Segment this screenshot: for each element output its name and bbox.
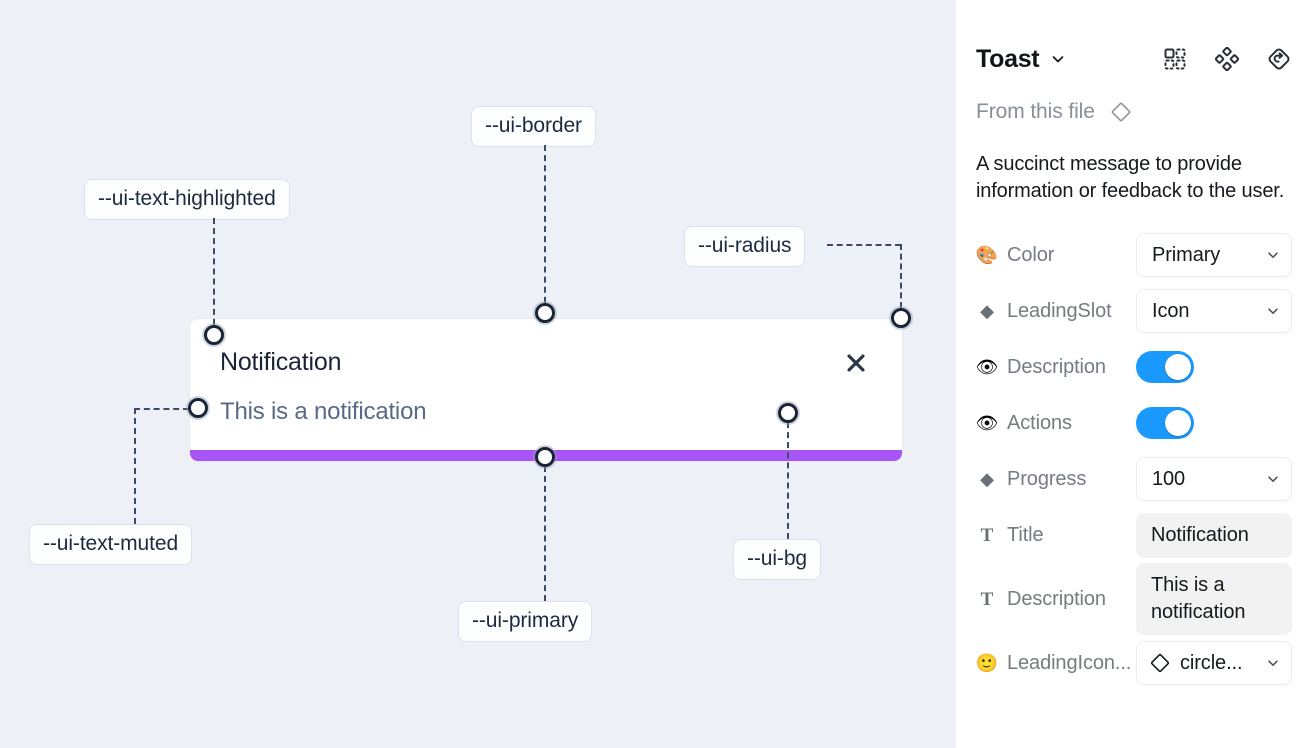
property-label-progress: ◆ Progress [976, 468, 1136, 491]
panel-header: Toast [972, 30, 1296, 88]
design-canvas[interactable]: Notification This is a notification --ui… [0, 0, 956, 748]
chevron-down-icon [1258, 248, 1280, 262]
text-type-icon: T [980, 588, 994, 610]
property-label-title: T Title [976, 524, 1136, 547]
annotation-marker-ui-primary[interactable] [535, 447, 555, 467]
property-row-progress: ◆ Progress 100 [972, 451, 1296, 507]
annotation-pill-ui-text-highlighted[interactable]: --ui-text-highlighted [84, 179, 290, 220]
eye-emoji-icon: 👁 [975, 413, 999, 433]
toggle-knob [1165, 410, 1191, 436]
four-diamonds-icon[interactable] [1214, 46, 1240, 72]
component-grid-icon[interactable] [1162, 46, 1188, 72]
property-row-leadingslot: ◆ LeadingSlot Icon [972, 283, 1296, 339]
property-label-description-text: T Description [976, 588, 1136, 611]
panel-header-icons [1162, 46, 1292, 72]
annotation-pill-ui-primary[interactable]: --ui-primary [458, 601, 593, 642]
annotation-marker-ui-text-muted[interactable] [188, 398, 208, 418]
connector-line-ui-border [544, 145, 546, 313]
annotation-pill-ui-border[interactable]: --ui-border [471, 106, 596, 147]
annotation-pill-ui-radius[interactable]: --ui-radius [684, 226, 806, 267]
close-x-icon [847, 354, 865, 372]
annotation-pill-ui-text-muted[interactable]: --ui-text-muted [29, 524, 193, 565]
connector-line-ui-text-muted-horizontal [134, 408, 189, 410]
toast-description: This is a notification [220, 398, 427, 425]
palette-emoji-icon: 🎨 [975, 245, 999, 265]
connector-line-ui-radius-horizontal [827, 244, 901, 246]
chevron-down-icon [1258, 304, 1280, 318]
leadingicon-select[interactable]: circle... [1136, 641, 1292, 685]
description-toggle[interactable] [1136, 351, 1194, 383]
property-row-color: 🎨 Color Primary [972, 227, 1296, 283]
annotation-marker-ui-bg[interactable] [778, 403, 798, 423]
property-label-leadingicon: 🙂 LeadingIcon... [975, 651, 1132, 674]
eye-emoji-icon: 👁 [975, 357, 999, 377]
connector-line-ui-radius-vertical [900, 244, 902, 308]
filled-diamond-icon: ◆ [980, 469, 994, 489]
annotation-marker-ui-radius[interactable] [891, 308, 911, 328]
actions-toggle[interactable] [1136, 407, 1194, 439]
toast-title: Notification [220, 348, 342, 376]
from-this-file-label: From this file [976, 100, 1095, 123]
property-row-actions-visibility: 👁 Actions [972, 395, 1296, 451]
annotation-marker-ui-text-highlighted[interactable] [204, 325, 224, 345]
description-input[interactable]: This is a notification [1136, 563, 1292, 635]
color-select[interactable]: Primary [1136, 233, 1292, 277]
toggle-knob [1165, 354, 1191, 380]
chevron-down-icon [1258, 472, 1280, 486]
property-row-leadingicon: 🙂 LeadingIcon... circle... [972, 635, 1296, 691]
leadingslot-select[interactable]: Icon [1136, 289, 1292, 333]
connector-line-ui-primary [544, 466, 546, 601]
connector-line-ui-bg [787, 422, 789, 539]
chevron-down-icon [1258, 656, 1280, 670]
annotation-pill-ui-bg[interactable]: --ui-bg [733, 539, 821, 580]
property-row-title: T Title Notification [972, 507, 1296, 563]
progress-select[interactable]: 100 [1136, 457, 1292, 501]
connector-line-ui-text-muted-vertical [134, 408, 136, 524]
from-this-file-row[interactable]: From this file [972, 97, 1296, 127]
diamond-outline-icon [1148, 651, 1172, 675]
properties-panel: Toast [956, 0, 1312, 748]
component-description: A succinct message to provide informatio… [976, 153, 1285, 202]
toast-close-button[interactable] [842, 349, 870, 377]
property-list: 🎨 Color Primary ◆ LeadingSlot [972, 227, 1296, 691]
connector-line-ui-text-highlighted [213, 218, 215, 335]
property-label-actions-visibility: 👁 Actions [975, 411, 1072, 434]
diamond-outline-icon [1108, 99, 1134, 125]
property-label-description-visibility: 👁 Description [975, 355, 1106, 378]
filled-diamond-icon: ◆ [980, 301, 994, 321]
title-input[interactable]: Notification [1136, 512, 1292, 558]
property-row-description-visibility: 👁 Description [972, 339, 1296, 395]
reset-variant-icon[interactable] [1266, 46, 1292, 72]
annotation-marker-ui-border[interactable] [535, 303, 555, 323]
panel-title: Toast [976, 44, 1040, 73]
property-label-leadingslot: ◆ LeadingSlot [976, 300, 1136, 323]
toast-preview-card[interactable]: Notification This is a notification [189, 318, 903, 462]
property-label-color: 🎨 Color [975, 243, 1055, 266]
property-row-description-text: T Description This is a notification [972, 563, 1296, 635]
text-type-icon: T [980, 524, 994, 546]
chevron-down-icon[interactable] [1050, 51, 1066, 67]
smiley-emoji-icon: 🙂 [975, 653, 999, 673]
